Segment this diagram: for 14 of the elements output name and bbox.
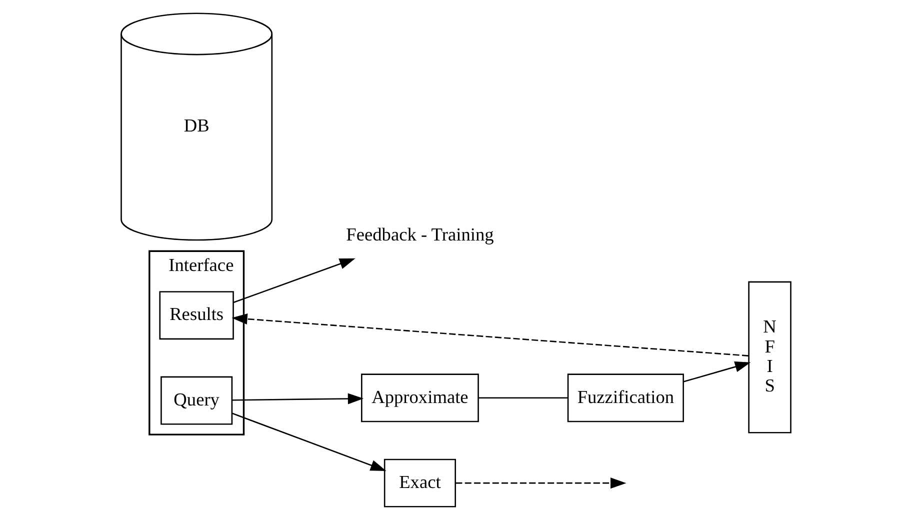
arrow <box>232 313 748 356</box>
node-text: Feedback - Training <box>346 224 494 244</box>
node-box: Exact <box>384 458 456 508</box>
connector <box>478 397 568 399</box>
arrow <box>456 478 626 489</box>
arrow <box>233 258 356 304</box>
arrow <box>684 361 751 382</box>
node-box: Query <box>160 376 233 425</box>
arrow <box>232 412 386 471</box>
node-box: N F I S <box>748 281 792 434</box>
node-box: Results <box>159 291 234 340</box>
arrow <box>232 393 364 404</box>
node-box: Fuzzification <box>567 374 684 422</box>
node-box: Approximate <box>361 374 479 422</box>
